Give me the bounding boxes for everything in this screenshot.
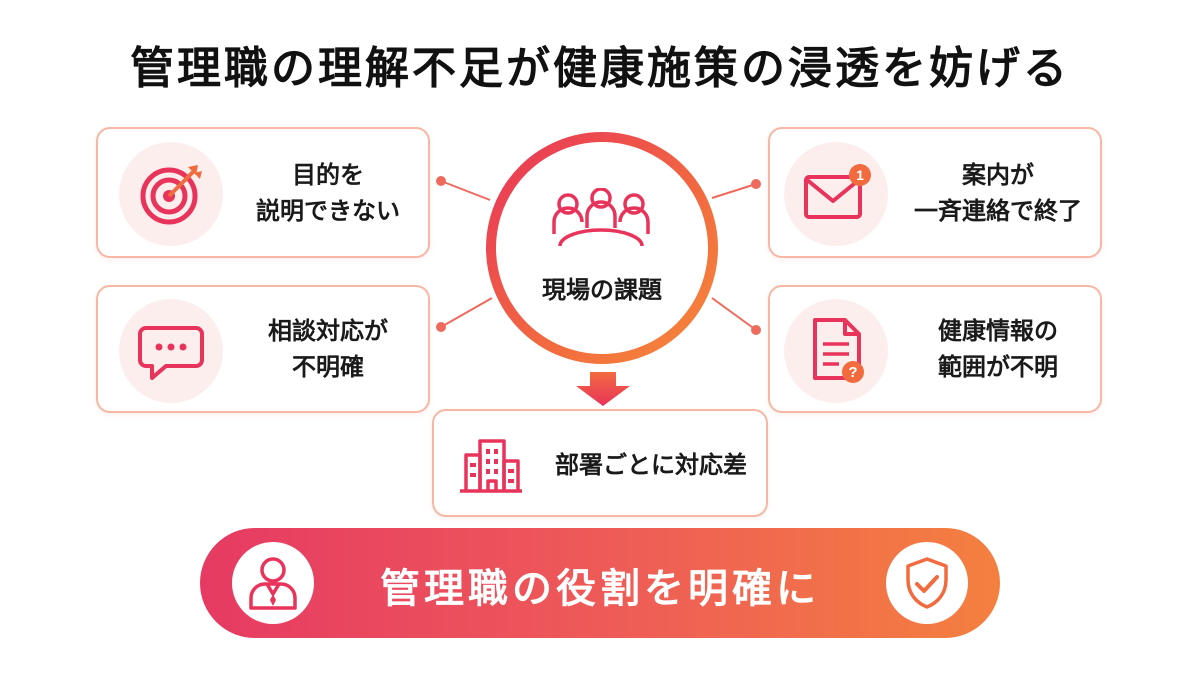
card-label-line-2: 範囲が不明: [938, 353, 1058, 381]
hub-circle: 現場の課題: [486, 132, 718, 364]
shield-check-icon: [906, 557, 948, 609]
question-badge: ?: [848, 364, 857, 381]
card-label: 目的を 説明できない: [238, 157, 418, 229]
card-label: 健康情報の 範囲が不明: [898, 313, 1098, 385]
shield-icon-bubble: [886, 542, 968, 624]
speech-bubble-icon: [138, 326, 204, 380]
card-label-line-2: 一斉連絡で終了: [914, 197, 1082, 225]
hub-inner: 現場の課題: [496, 142, 708, 354]
card-department-variance: 部署ごとに対応差: [432, 409, 768, 517]
card-health-info-scope: ? 健康情報の 範囲が不明: [768, 285, 1102, 413]
card-label-line-1: 相談対応が: [268, 317, 388, 345]
card-label-line-1: 目的を: [292, 161, 364, 189]
target-icon: [140, 165, 202, 225]
card-label: 案内が 一斉連絡で終了: [898, 157, 1098, 229]
card-consultation-unclear: 相談対応が 不明確: [96, 285, 430, 413]
page-title: 管理職の理解不足が健康施策の浸透を妨げる: [130, 43, 1070, 94]
manager-person-icon: [249, 557, 297, 610]
manager-icon-bubble: [232, 542, 314, 624]
hub-label: 現場の課題: [542, 276, 662, 304]
group-meeting-icon: [552, 188, 650, 247]
card-purpose-unexplained: 目的を 説明できない: [96, 127, 430, 258]
document-question-icon: ?: [813, 318, 864, 383]
card-label: 部署ごとに対応差: [555, 451, 747, 479]
card-label-line-2: 不明確: [292, 353, 364, 381]
card-label: 相談対応が 不明確: [238, 313, 418, 385]
mail-badge-count: 1: [856, 167, 864, 183]
card-announcement-only: 1 案内が 一斉連絡で終了: [768, 127, 1102, 258]
icon-background: 1: [784, 142, 888, 246]
icon-background: [119, 299, 223, 403]
icon-background: [119, 142, 223, 246]
banner-text: 管理職の役割を明確に: [380, 566, 820, 612]
card-label-line-2: 説明できない: [256, 197, 400, 225]
card-label-line-1: 健康情報の: [938, 317, 1058, 345]
icon-background: ?: [784, 299, 888, 403]
conclusion-banner: 管理職の役割を明確に: [200, 528, 1000, 638]
card-label-line-1: 案内が: [962, 161, 1034, 189]
mail-notification-icon: 1: [804, 164, 871, 219]
down-arrow-icon: [576, 372, 630, 406]
office-building-icon: [460, 439, 522, 493]
